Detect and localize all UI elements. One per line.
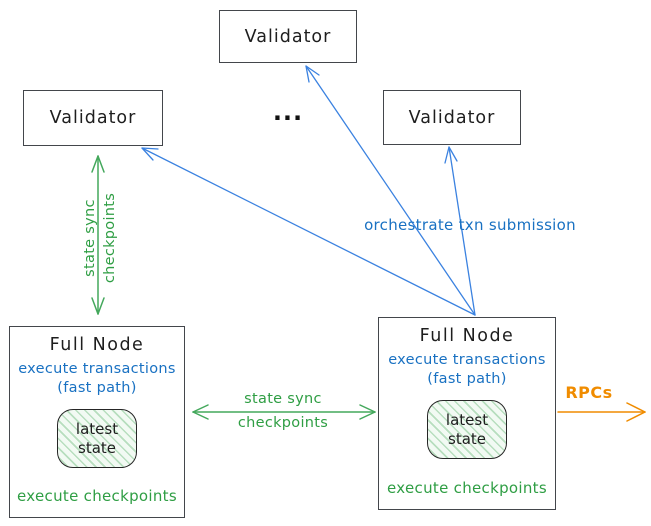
arrow-rpcs xyxy=(557,402,646,422)
validator-top-label: Validator xyxy=(244,26,332,47)
state-sync-horizontal-line2: checkpoints xyxy=(237,415,329,431)
validator-left-box: Validator xyxy=(23,90,163,146)
validator-right-box: Validator xyxy=(383,90,521,145)
full-node-left-execute-transactions: execute transactions (fast path) xyxy=(18,360,176,398)
validators-ellipsis: ... xyxy=(272,98,304,126)
state-sync-vertical-line2: checkpoints xyxy=(102,192,118,284)
validator-right-label: Validator xyxy=(408,107,496,128)
full-node-left-exec-line1: execute transactions xyxy=(18,361,176,377)
full-node-right-state-line2: state xyxy=(448,429,486,448)
full-node-left-state-line1: latest xyxy=(75,419,119,438)
full-node-right-execute-checkpoints: execute checkpoints xyxy=(387,479,547,497)
full-node-left-box: Full Node execute transactions (fast pat… xyxy=(9,326,185,518)
state-sync-horizontal-line1: state sync xyxy=(244,391,322,407)
full-node-left-state-line2: state xyxy=(78,438,116,457)
state-sync-checkpoints-vertical-label: state sync checkpoints xyxy=(79,182,121,294)
rpcs-label: RPCs xyxy=(565,383,613,402)
full-node-right-state-line1: latest xyxy=(445,410,489,429)
full-node-left-title: Full Node xyxy=(49,335,145,355)
full-node-right-title: Full Node xyxy=(419,326,515,346)
full-node-left-latest-state-box: latest state xyxy=(57,409,137,468)
full-node-left-exec-line2: (fast path) xyxy=(57,380,137,396)
orchestrate-txn-submission-label: orchestrate txn submission xyxy=(364,216,576,234)
full-node-right-latest-state-box: latest state xyxy=(427,400,507,459)
full-node-right-execute-transactions: execute transactions (fast path) xyxy=(388,351,546,389)
validator-left-label: Validator xyxy=(49,108,137,128)
full-node-right-exec-line2: (fast path) xyxy=(427,371,507,387)
validator-top-box: Validator xyxy=(219,10,357,63)
full-node-left-execute-checkpoints: execute checkpoints xyxy=(17,487,177,505)
state-sync-vertical-line1: state sync xyxy=(82,199,98,277)
full-node-right-exec-line1: execute transactions xyxy=(388,352,546,368)
full-node-right-box: Full Node execute transactions (fast pat… xyxy=(378,317,556,510)
